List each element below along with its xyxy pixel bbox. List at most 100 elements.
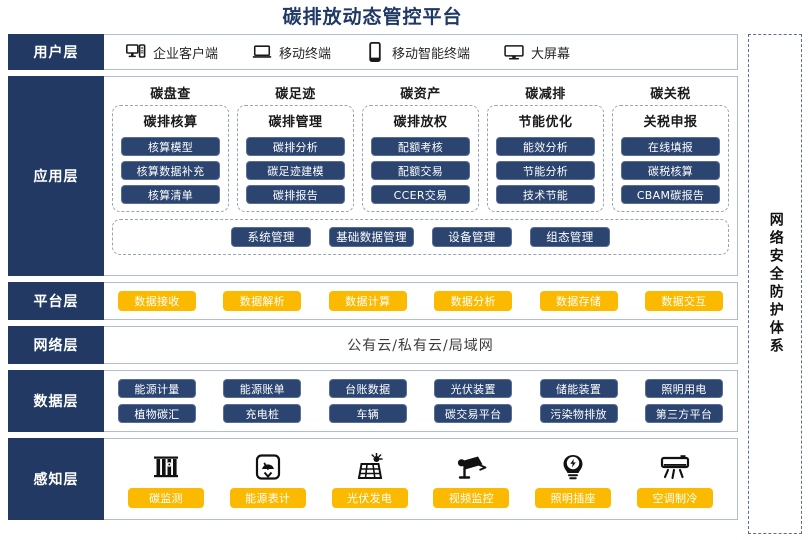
security-system-label: 网络安全防护体系: [767, 212, 784, 356]
app-group-carbon-inventory: 碳盘查 碳排核算 核算模型 核算数据补充 核算清单: [112, 83, 229, 212]
data-item-third-party-platform[interactable]: 第三方平台: [644, 404, 723, 423]
data-item-lighting-power[interactable]: 照明用电: [644, 379, 723, 398]
sense-item-label[interactable]: 空调制冷: [637, 487, 714, 508]
app-group-carbon-footprint: 碳足迹 碳排管理 碳排分析 碳足迹建模 碳排报告: [237, 83, 354, 212]
user-item-label: 移动智能终端: [392, 46, 471, 62]
app-button[interactable]: 能效分析: [496, 137, 595, 156]
layer-user-label: 用户层: [8, 34, 104, 70]
common-button-system-management[interactable]: 系统管理: [231, 227, 312, 247]
data-item-pollutant-emission[interactable]: 污染物排放: [539, 404, 618, 423]
layer-application: 应用层 碳盘查 碳排核算 核算模型 核算数据补充 核算清单 碳足迹: [8, 76, 738, 276]
app-button[interactable]: 碳足迹建模: [246, 161, 345, 180]
group-title: 碳减排: [525, 87, 566, 102]
laptop-icon: [252, 42, 272, 62]
application-common-management: 系统管理 基础数据管理 设备管理 组态管理: [112, 219, 729, 255]
layer-application-body: 碳盘查 碳排核算 核算模型 核算数据补充 核算清单 碳足迹 碳排管理 碳排分析: [104, 77, 737, 275]
sense-item-lighting-socket[interactable]: 照明插座: [525, 451, 621, 508]
app-button[interactable]: 碳排报告: [246, 185, 345, 204]
data-item-plant-carbon-sink[interactable]: 植物碳汇: [118, 404, 196, 423]
group-subtitle: 碳排放权: [393, 115, 448, 130]
network-description: 公有云/私有云/局域网: [347, 338, 494, 354]
monitor-icon: [504, 42, 524, 62]
group-title: 碳关税: [650, 87, 691, 102]
layer-user: 用户层 企业客户端: [8, 34, 738, 70]
data-item-ledger-data[interactable]: 台账数据: [328, 379, 407, 398]
app-button[interactable]: 在线填报: [621, 137, 720, 156]
data-item-storage-device[interactable]: 储能装置: [539, 379, 618, 398]
layer-data: 数据层 能源计量 能源账单 台账数据 光伏装置 储能装置 照明用电 植物碳汇 充…: [8, 370, 738, 432]
sense-item-label[interactable]: 碳监测: [127, 487, 204, 508]
data-item-energy-bill[interactable]: 能源账单: [223, 379, 302, 398]
platform-item-data-parse[interactable]: 数据解析: [223, 291, 302, 311]
sense-item-hvac-cooling[interactable]: 空调制冷: [627, 451, 723, 508]
layer-user-body: 企业客户端 移动终端: [104, 35, 737, 69]
group-box: 关税申报 在线填报 碳税核算 CBAM碳报告: [612, 105, 729, 212]
sense-item-video-surveillance[interactable]: 视频监控: [423, 451, 519, 508]
app-group-carbon-asset: 碳资产 碳排放权 配额考核 配额交易 CCER交易: [362, 83, 479, 212]
app-button[interactable]: 技术节能: [496, 185, 595, 204]
layer-data-label: 数据层: [8, 370, 104, 432]
energy-meter-icon: [253, 451, 283, 481]
desktop-tower-icon: [126, 42, 146, 62]
data-item-energy-metering[interactable]: 能源计量: [118, 379, 196, 398]
app-button[interactable]: 配额考核: [371, 137, 470, 156]
user-item-mobile-terminal[interactable]: 移动终端: [240, 42, 347, 62]
app-button[interactable]: 核算数据补充: [121, 161, 220, 180]
sense-item-energy-meter[interactable]: 能源表计: [220, 451, 316, 508]
carbon-monitor-icon: [151, 451, 181, 481]
sense-item-label[interactable]: 照明插座: [535, 487, 612, 508]
common-button-basic-data-management[interactable]: 基础数据管理: [329, 227, 414, 247]
platform-item-data-storage[interactable]: 数据存储: [539, 291, 618, 311]
platform-item-data-receive[interactable]: 数据接收: [118, 291, 196, 311]
app-button[interactable]: 核算模型: [121, 137, 220, 156]
user-item-enterprise-client[interactable]: 企业客户端: [114, 42, 234, 62]
platform-item-data-exchange[interactable]: 数据交互: [644, 291, 723, 311]
data-item-pv-device[interactable]: 光伏装置: [434, 379, 513, 398]
sense-item-label[interactable]: 光伏发电: [331, 487, 408, 508]
group-subtitle: 节能优化: [518, 115, 573, 130]
layer-sense-body: 碳监测 能源表计: [104, 439, 737, 519]
air-conditioner-icon: [659, 451, 691, 481]
data-item-charging-pile[interactable]: 充电桩: [223, 404, 302, 423]
layer-platform-body: 数据接收 数据解析 数据计算 数据分析 数据存储 数据交互: [104, 283, 737, 319]
layer-sense-label: 感知层: [8, 438, 104, 520]
page-title: 碳排放动态管控平台: [282, 6, 463, 28]
data-row: 植物碳汇 充电桩 车辆 碳交易平台 污染物排放 第三方平台: [118, 404, 723, 423]
group-box: 碳排管理 碳排分析 碳足迹建模 碳排报告: [237, 105, 354, 212]
data-item-carbon-trading-platform[interactable]: 碳交易平台: [434, 404, 513, 423]
common-button-device-management[interactable]: 设备管理: [431, 227, 512, 247]
application-groups: 碳盘查 碳排核算 核算模型 核算数据补充 核算清单 碳足迹 碳排管理 碳排分析: [112, 83, 729, 212]
data-item-vehicle[interactable]: 车辆: [328, 404, 407, 423]
cctv-camera-icon: [455, 451, 487, 481]
common-button-configuration-management[interactable]: 组态管理: [529, 227, 610, 247]
layer-platform: 平台层 数据接收 数据解析 数据计算 数据分析 数据存储 数据交互: [8, 282, 738, 320]
app-button[interactable]: 碳税核算: [621, 161, 720, 180]
app-button[interactable]: 节能分析: [496, 161, 595, 180]
solar-panel-icon: [355, 451, 385, 481]
user-item-label: 移动终端: [279, 46, 332, 62]
layer-data-body: 能源计量 能源账单 台账数据 光伏装置 储能装置 照明用电 植物碳汇 充电桩 车…: [104, 371, 737, 431]
sense-item-carbon-monitoring[interactable]: 碳监测: [118, 451, 214, 508]
group-box: 碳排放权 配额考核 配额交易 CCER交易: [362, 105, 479, 212]
layer-network-body: 公有云/私有云/局域网: [104, 327, 737, 363]
app-group-carbon-reduction: 碳减排 节能优化 能效分析 节能分析 技术节能: [487, 83, 604, 212]
app-button[interactable]: CCER交易: [371, 185, 470, 204]
platform-item-data-analysis[interactable]: 数据分析: [434, 291, 513, 311]
app-group-carbon-tariff: 碳关税 关税申报 在线填报 碳税核算 CBAM碳报告: [612, 83, 729, 212]
sense-item-label[interactable]: 视频监控: [433, 487, 510, 508]
security-system-panel: 网络安全防护体系: [748, 34, 802, 534]
group-title: 碳盘查: [150, 87, 191, 102]
layer-platform-label: 平台层: [8, 282, 104, 320]
sense-item-pv-generation[interactable]: 光伏发电: [322, 451, 418, 508]
app-button[interactable]: CBAM碳报告: [621, 185, 720, 204]
app-button[interactable]: 核算清单: [121, 185, 220, 204]
app-button[interactable]: 配额交易: [371, 161, 470, 180]
app-button[interactable]: 碳排分析: [246, 137, 345, 156]
user-item-smart-mobile-terminal[interactable]: 移动智能终端: [353, 42, 486, 62]
platform-item-data-compute[interactable]: 数据计算: [328, 291, 407, 311]
sense-item-label[interactable]: 能源表计: [229, 487, 306, 508]
layer-sense: 感知层 碳: [8, 438, 738, 520]
user-item-big-screen[interactable]: 大屏幕: [492, 42, 586, 62]
group-subtitle: 碳排核算: [143, 115, 198, 130]
